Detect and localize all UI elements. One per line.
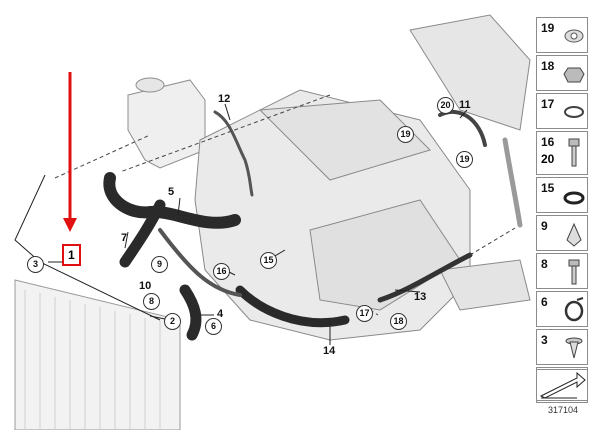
hose-clamp-icon — [564, 106, 584, 118]
direction-arrow-icon — [539, 371, 586, 399]
direction-arrow-box — [536, 369, 588, 401]
legend-label: 17 — [541, 97, 555, 111]
spring-clamp-icon — [564, 297, 584, 322]
legend-label: 19 — [541, 21, 555, 35]
radiator — [14, 279, 181, 430]
screw-icon — [568, 259, 580, 285]
gasket-icon — [564, 29, 584, 43]
callout-1-highlighted: 1 — [62, 244, 81, 266]
legend-item-8: 8 — [536, 253, 588, 289]
legend-label-secondary: 20 — [541, 152, 555, 166]
callout-7: 7 — [121, 232, 128, 244]
legend-item-18: 18 — [536, 55, 588, 91]
callout-16: 16 — [213, 263, 230, 280]
legend-label: 16 — [541, 135, 555, 149]
callout-10: 10 — [139, 280, 152, 292]
engine-block — [194, 14, 531, 341]
legend-label: 18 — [541, 59, 555, 73]
highlight-arrow — [63, 72, 77, 232]
legend-label: 9 — [541, 219, 548, 233]
legend-label: 3 — [541, 333, 548, 347]
callout-20: 20 — [437, 97, 454, 114]
callout-13: 13 — [414, 291, 427, 303]
expanding-rivet-icon — [565, 337, 583, 359]
legend-item-6: 6 — [536, 291, 588, 327]
callout-5: 5 — [168, 186, 175, 198]
expansion-tank — [127, 77, 206, 169]
callout-19-left: 19 — [397, 126, 414, 143]
nut-icon — [563, 67, 585, 83]
callout-6: 6 — [205, 318, 222, 335]
callout-18: 18 — [390, 313, 407, 330]
legend-item-19: 19 — [536, 17, 588, 53]
legend-item-3: 3 — [536, 329, 588, 365]
legend-item-15: 15 — [536, 177, 588, 213]
callout-14: 14 — [323, 345, 336, 357]
legend-item-17: 17 — [536, 93, 588, 129]
callout-11: 11 — [459, 99, 471, 111]
legend-label: 6 — [541, 295, 548, 309]
o-ring-icon — [563, 191, 585, 205]
leader-lines — [14, 103, 468, 345]
callout-4: 4 — [217, 308, 224, 320]
callout-12: 12 — [218, 93, 231, 105]
legend-label: 15 — [541, 181, 555, 195]
legend-item-16-20: 16 20 — [536, 131, 588, 175]
hoses — [103, 109, 523, 341]
bolt-icon — [568, 138, 580, 167]
callout-8: 8 — [143, 293, 160, 310]
callout-9: 9 — [151, 256, 168, 273]
legend-label: 8 — [541, 257, 548, 271]
callout-19-right: 19 — [456, 151, 473, 168]
callout-15: 15 — [260, 252, 277, 269]
engine-cooling-diagram: 1 12 11 5 7 10 4 13 14 3 2 6 9 8 16 15 1… — [14, 14, 531, 430]
reference-number: 317104 — [548, 405, 579, 415]
parts-legend: 19 18 17 16 20 15 9 — [536, 17, 588, 417]
diagram-illustration — [14, 14, 531, 430]
clip-icon — [566, 222, 582, 247]
callout-2: 2 — [164, 313, 181, 330]
legend-item-9: 9 — [536, 215, 588, 251]
callout-17: 17 — [356, 305, 373, 322]
callout-3: 3 — [27, 256, 44, 273]
